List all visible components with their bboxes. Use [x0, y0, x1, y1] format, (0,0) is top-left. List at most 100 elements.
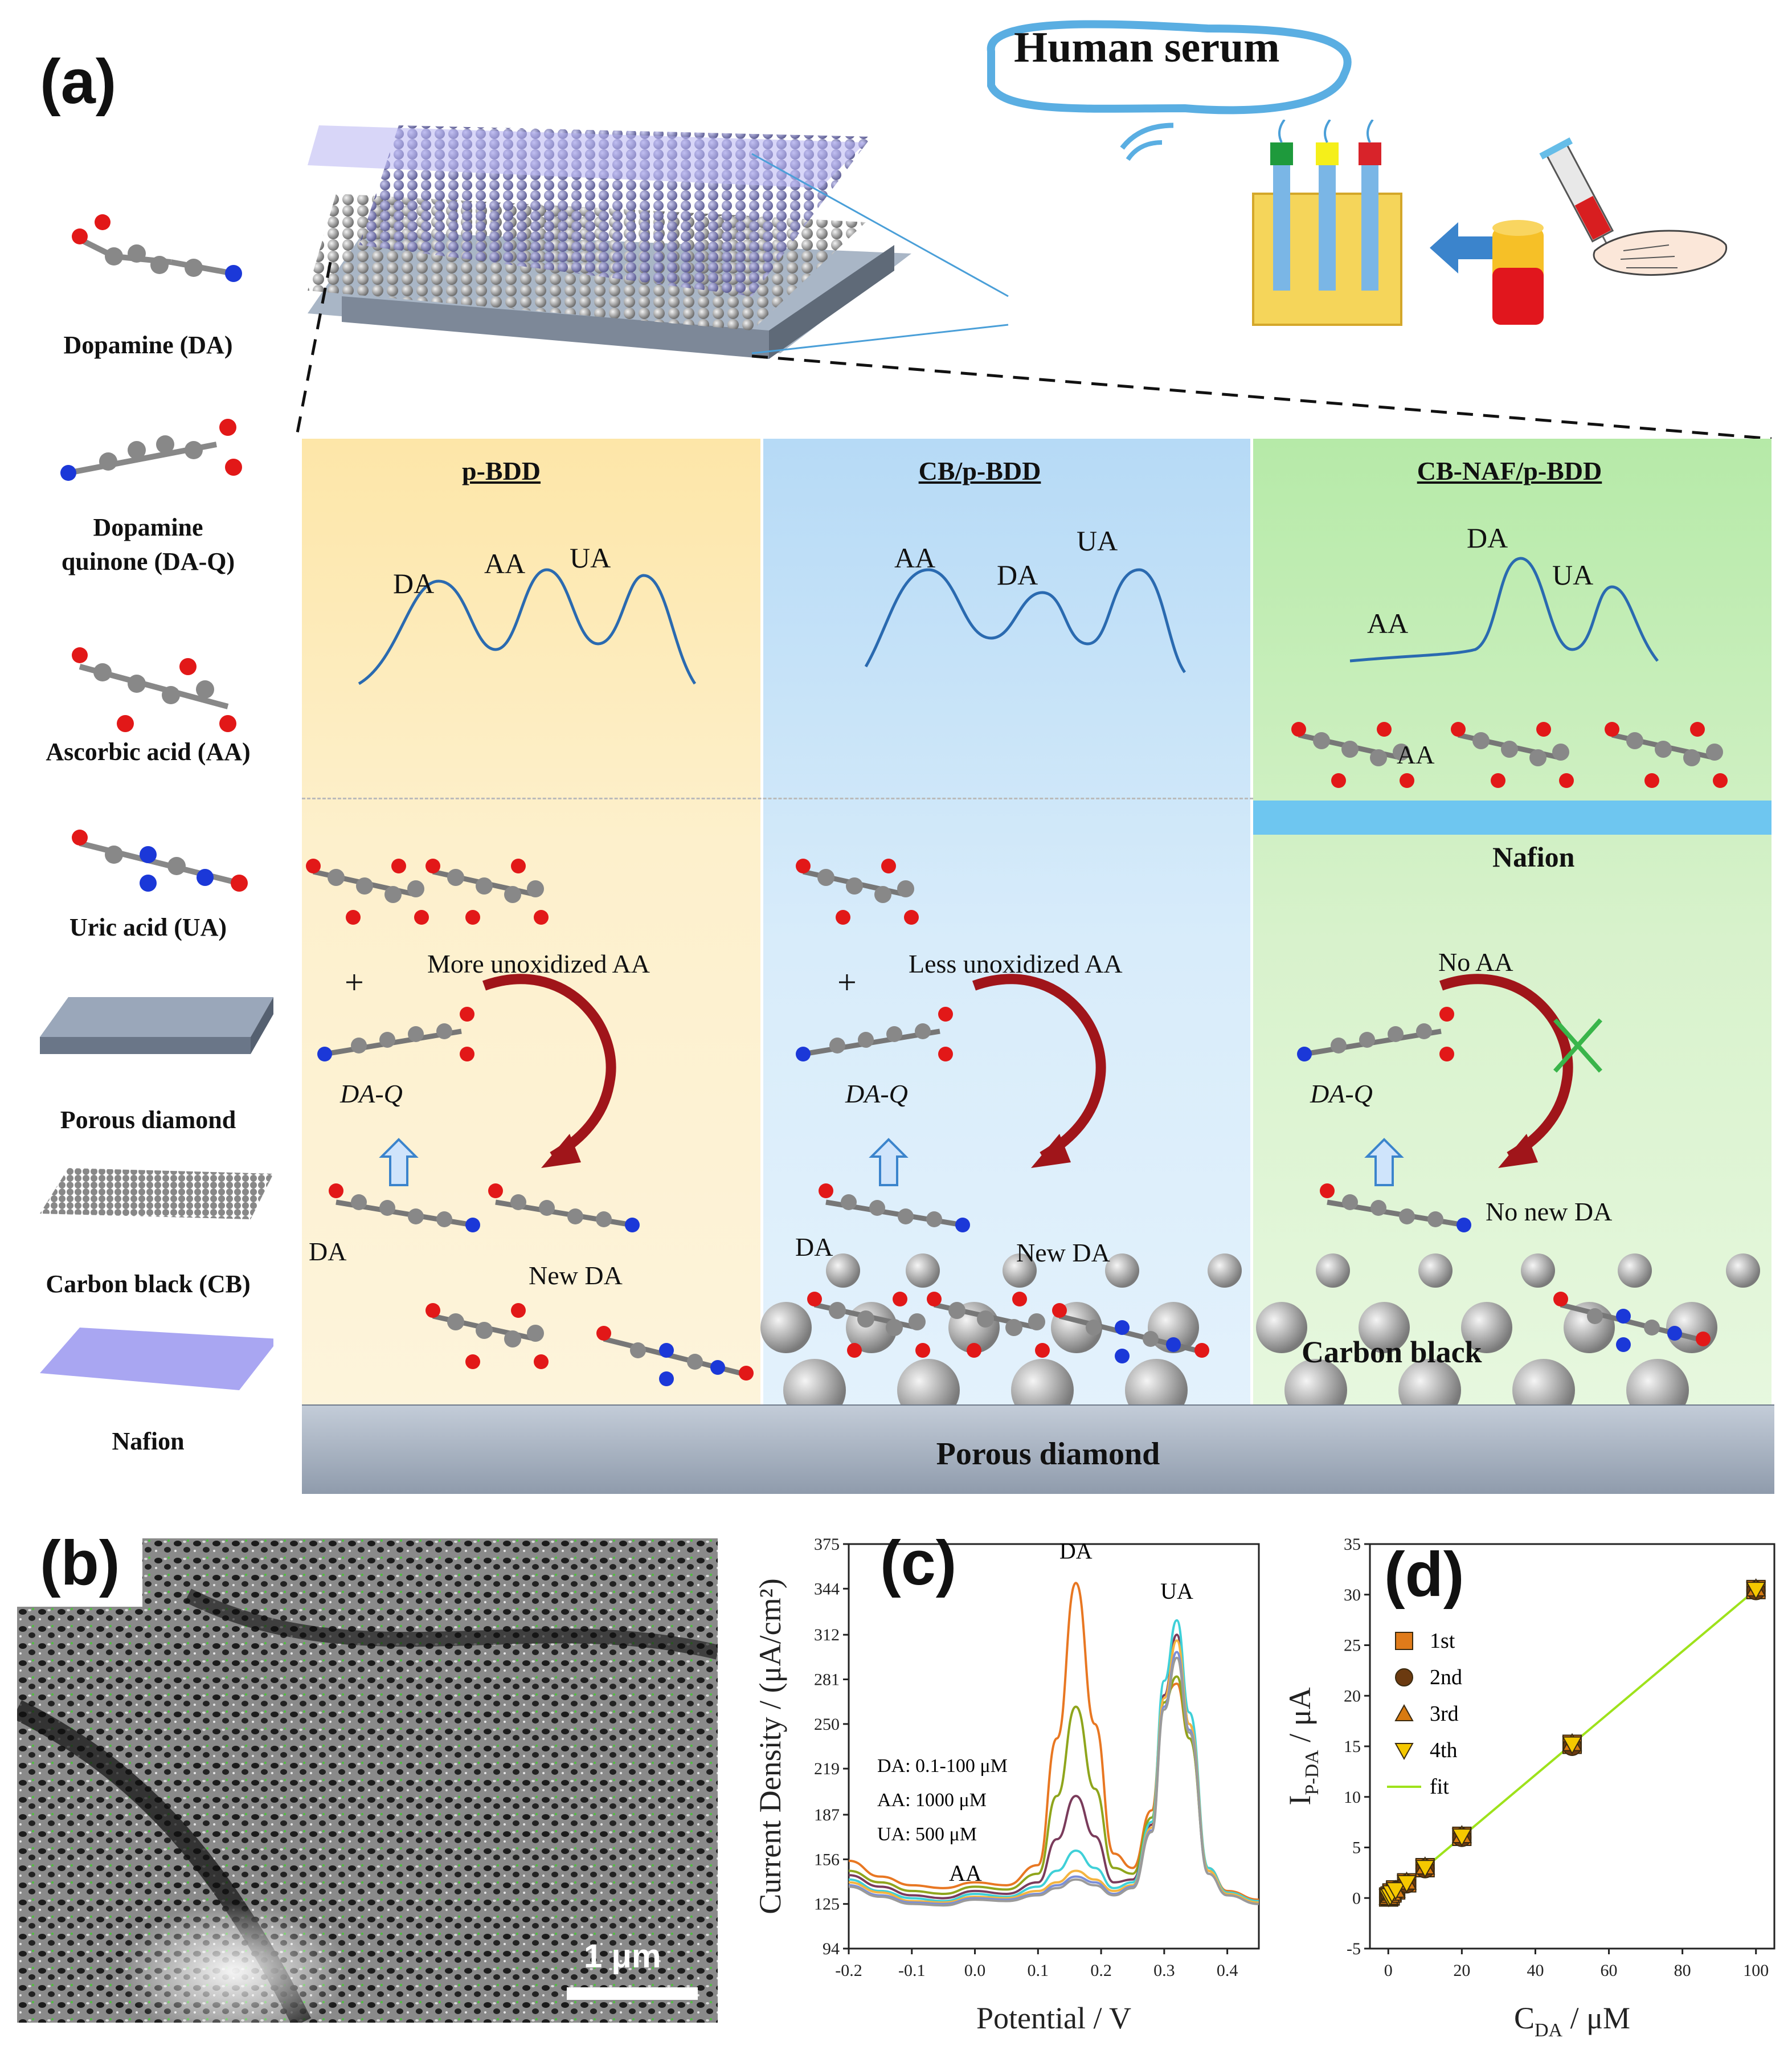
pbdd-plus: +: [345, 963, 364, 1001]
pbdd-new-da: New DA: [529, 1261, 623, 1290]
chart-d-xtick-label: 80: [1674, 1961, 1691, 1980]
chart-c-ylabel: Current Density / (μA/cm²): [753, 1578, 787, 1914]
chart-d-point-4: [1396, 1875, 1417, 1893]
panel-c-letter: (c): [880, 1528, 957, 1598]
chart-d-xtick-label: 20: [1453, 1961, 1470, 1980]
chart-c-ytick-label: 219: [814, 1759, 840, 1778]
pbdd-da: DA: [309, 1237, 347, 1266]
chart-c-ytick-label: 281: [814, 1671, 840, 1689]
porous-diamond-label: Porous diamond: [936, 1436, 1160, 1472]
chart-d-legend-marker: [1395, 1668, 1413, 1686]
legend-uric-acid: Uric acid (UA): [69, 913, 227, 941]
panel-d-letter: (d): [1384, 1539, 1464, 1610]
legend-dopamine-quinone-line1: Dopamine: [93, 513, 203, 541]
chart-d-xtick-label: 40: [1527, 1961, 1544, 1980]
chart-d-xtick-label: 60: [1601, 1961, 1618, 1980]
chart-d-ylabel: IP-DA / μA: [1283, 1687, 1323, 1805]
zoom-lines: [294, 262, 1772, 440]
porous-diamond-base: [302, 1404, 1774, 1494]
human-serum-text: Human serum: [1014, 23, 1280, 71]
chart-c-xtick-label: 0.2: [1090, 1961, 1112, 1980]
pbdd-daq: DA-Q: [340, 1079, 403, 1108]
cbpbdd-da: DA: [795, 1232, 833, 1261]
syringe-hand-icon: [1539, 137, 1727, 276]
column-title-cbnaf: CB-NAF/p-BDD: [1417, 456, 1602, 485]
legend-dopamine: Dopamine (DA): [63, 331, 233, 359]
column-divider: [302, 798, 1253, 799]
column-molecules: [302, 684, 1760, 1419]
chart-d-legend-label: 3rd: [1430, 1702, 1459, 1726]
chart-c-series-7: [848, 1656, 1259, 1907]
cbpbdd-peak-ua: UA: [1077, 525, 1118, 557]
scale-bar: [567, 1987, 698, 2000]
chart-c-xtick-label: 0.1: [1028, 1961, 1049, 1980]
chart-c-annot-ua: UA: [1160, 1578, 1193, 1604]
human-serum-callout: [987, 20, 1352, 161]
chart-d-ytick-label: 5: [1352, 1839, 1361, 1857]
chart-d-legend-label: 2nd: [1430, 1665, 1462, 1689]
cbnaf-nafion: Nafion: [1492, 841, 1575, 873]
chart-c-series-4: [848, 1619, 1259, 1902]
chart-c-series-1: [848, 1582, 1259, 1901]
chart-c-annot-da: DA: [1059, 1538, 1093, 1563]
cbpbdd-daq: DA-Q: [845, 1079, 908, 1108]
sem-image: [17, 1538, 718, 2023]
cbnaf-peak-da: DA: [1467, 522, 1508, 554]
chart-d-legend-label: 1st: [1430, 1629, 1455, 1653]
chart-c-ytick-label: 94: [823, 1939, 840, 1958]
chart-d-xtick-label: 0: [1384, 1961, 1393, 1980]
chart-c-ytick-label: 375: [814, 1535, 840, 1554]
chart-d-legend-fit: fit: [1430, 1775, 1449, 1799]
chart-c-annot-aa: AA: [949, 1860, 982, 1886]
chart-d-legend-label: 4th: [1430, 1738, 1458, 1762]
chart-c-xtick-label: -0.1: [898, 1961, 926, 1980]
electrode-illustration: [308, 125, 1009, 359]
panel-a-letter: (a): [40, 47, 117, 117]
cbnaf-aa-label: AA: [1397, 740, 1435, 769]
chart-d-ytick-label: 10: [1344, 1788, 1361, 1807]
chart-d-xtick-label: 100: [1743, 1961, 1769, 1980]
peak-curves: [358, 557, 1659, 685]
pbdd-reaction: More unoxidized AA: [427, 949, 650, 978]
cbpbdd-new-da: New DA: [1016, 1238, 1110, 1267]
cbpbdd-plus: +: [837, 963, 857, 1001]
cbpbdd-reaction: Less unoxidized AA: [909, 949, 1123, 978]
pbdd-peak-aa: AA: [484, 548, 526, 579]
legend-porous-diamond: Porous diamond: [60, 1106, 236, 1134]
column-title-pbdd: p-BDD: [461, 456, 541, 485]
blood-tube-icon: [1492, 220, 1544, 325]
cbnaf-peak-ua: UA: [1552, 559, 1594, 591]
chart-c-ytick-label: 187: [814, 1806, 840, 1824]
chart-c-xtick-label: 0.0: [964, 1961, 986, 1980]
electrochemical-cell-icon: [1252, 120, 1402, 326]
pbdd-peak-da: DA: [393, 567, 435, 599]
chart-c-ytick-label: 344: [814, 1579, 840, 1598]
chart-c-condition: UA: 500 μM: [877, 1824, 977, 1845]
chart-c-ytick-label: 125: [814, 1895, 840, 1914]
pbdd-peak-ua: UA: [570, 542, 611, 574]
column-pbdd-bg: [302, 439, 760, 1447]
chart-d-point-4: [1415, 1860, 1435, 1879]
chart-d-ytick-label: 25: [1344, 1636, 1361, 1655]
cbnaf-reaction: No AA: [1438, 948, 1513, 977]
chart-c-xlabel: Potential / V: [976, 2001, 1131, 2035]
chart-d-point-4: [1746, 1582, 1766, 1600]
cbnaf-peak-aa: AA: [1367, 607, 1409, 639]
chart-d-point-4: [1385, 1882, 1406, 1901]
chart-d-point-4: [1562, 1736, 1582, 1755]
chart-d-legend-marker: [1394, 1704, 1414, 1721]
chart-d-ytick-label: 30: [1344, 1586, 1361, 1604]
chart-c-frame: [848, 1543, 1260, 1950]
chart-d-ytick-label: 35: [1344, 1535, 1361, 1554]
legend-ascorbic-acid: Ascorbic acid (AA): [46, 738, 251, 766]
chart-c-xtick-label: -0.2: [835, 1961, 862, 1980]
cbnaf-no-new-da: No new DA: [1486, 1197, 1613, 1226]
left-arrow-icon: [1430, 222, 1495, 273]
nafion-layer-bar: [1253, 801, 1771, 835]
chart-d-point-4: [1451, 1828, 1472, 1847]
chart-c-xtick-label: 0.3: [1153, 1961, 1175, 1980]
cbpbdd-peak-aa: AA: [894, 542, 936, 574]
chart-c-ytick-label: 156: [814, 1850, 840, 1869]
